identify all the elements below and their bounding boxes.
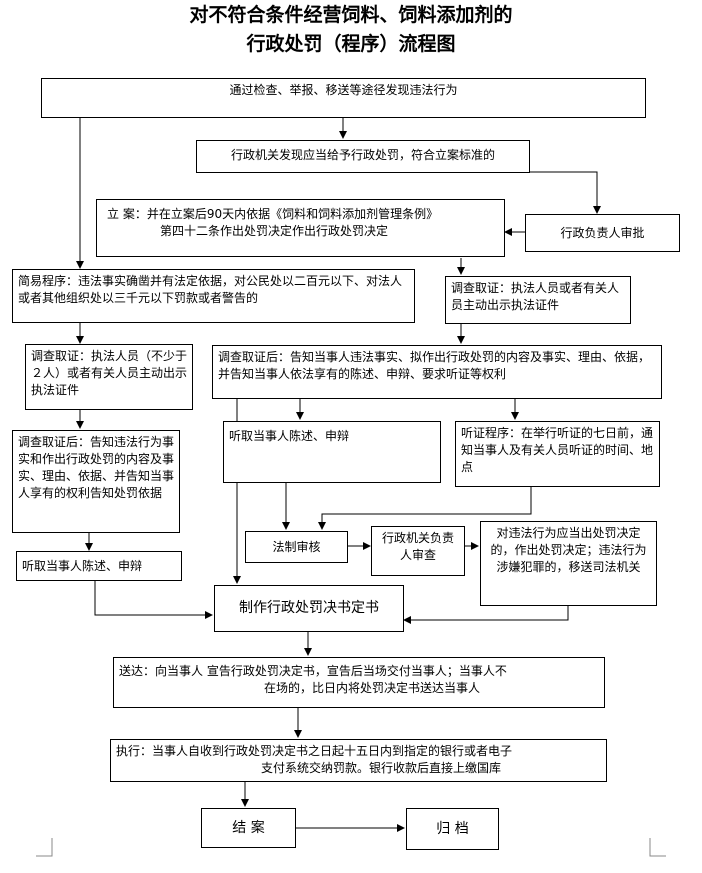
node-should-punish: 行政机关发现应当给予行政处罚，符合立案标准的: [196, 140, 530, 173]
node-investigate-right-text: 调查取证：执法人员或者有关人员主动出示执法证件: [451, 281, 620, 312]
arrow-should-punish-to-approval: [530, 171, 601, 214]
node-execute-line2: 支付系统交纳罚款。银行收款后直接上缴国库: [261, 761, 502, 775]
node-make-decision: 制作行政处罚决书定书: [214, 585, 404, 632]
node-archive: 归 档: [406, 808, 499, 850]
arrow-hear-left-to-decision: [94, 581, 213, 619]
node-hearing-procedure-text: 听证程序：在举行听证的七日前，通知当事人及有关人员听证的时间、地点: [461, 426, 654, 474]
node-hearing-procedure: 听证程序：在举行听证的七日前，通知当事人及有关人员听证的时间、地点: [455, 421, 660, 487]
node-execute: 执行：当事人自收到行政处罚决定书之日起十五日内到指定的银行或者电子 支付系统交纳…: [110, 739, 607, 782]
node-discover: 通过检查、举报、移送等途径发现违法行为: [41, 78, 646, 118]
node-decision-rule-text: 对违法行为应当出处罚决定的，作出处罚决定；违法行为涉嫌犯罪的，移送司法机关: [490, 526, 647, 574]
node-execute-line1: 执行：当事人自收到行政处罚决定书之日起十五日内到指定的银行或者电子: [116, 744, 513, 758]
node-investigate-left: 调查取证：执法人员（不少于２人）或者有关人员主动出示执法证件: [25, 344, 193, 410]
node-hear-statement-left-text: 听取当事人陈述、申辩: [22, 559, 143, 573]
node-investigate-left-text: 调查取证：执法人员（不少于２人）或者有关人员主动出示执法证件: [31, 349, 188, 397]
node-supervisor-approval-text: 行政负责人审批: [560, 226, 645, 240]
node-filing: 立 案：并在立案后90天内依据《饲料和饲料添加剂管理条例》 第四十二条作出处罚决…: [96, 199, 505, 257]
node-deliver-line1: 送达：向当事人 宣告行政处罚决定书，宣告后当场交付当事人；当事人不: [119, 664, 507, 678]
node-simple-procedure-text: 简易程序：违法事实确凿并有法定依据，对公民处以二百元以下、对法人或者其他组织处以…: [18, 274, 403, 305]
node-make-decision-text: 制作行政处罚决书定书: [239, 600, 379, 616]
arrow-hearing-to-legal: [318, 486, 532, 530]
node-after-investigate-right: 调查取证后：告知当事人违法事实、拟作出行政处罚的内容及事实、理由、依据，并告知当…: [212, 345, 662, 399]
node-should-punish-text: 行政机关发现应当给予行政处罚，符合立案标准的: [230, 148, 495, 162]
node-filing-line2: 第四十二条作出处罚决定作出行政处罚决定: [160, 224, 389, 238]
node-hear-statement-mid: 听取当事人陈述、申辩: [223, 421, 441, 483]
node-filing-line1: 立 案：并在立案后90天内依据《饲料和饲料添加剂管理条例》: [107, 207, 439, 221]
node-after-investigate-left: 调查取证后：告知违法行为事实和作出行政处罚的内容及事实、理由、依据、并告知当事人…: [12, 430, 180, 533]
node-simple-procedure: 简易程序：违法事实确凿并有法定依据，对公民处以二百元以下、对法人或者其他组织处以…: [12, 269, 415, 323]
node-legal-review: 法制审核: [245, 531, 348, 563]
diagram-title-line2: 行政处罚（程序）流程图: [246, 33, 456, 55]
node-after-investigate-left-text: 调查取证后：告知违法行为事实和作出行政处罚的内容及事实、理由、依据、并告知当事人…: [18, 435, 175, 500]
node-organ-review-text: 行政机关负责人审查: [381, 531, 454, 562]
page-corner-marks: [36, 838, 666, 857]
node-legal-review-text: 法制审核: [272, 540, 321, 554]
node-deliver: 送达：向当事人 宣告行政处罚决定书，宣告后当场交付当事人；当事人不 在场的，比日…: [113, 657, 605, 708]
node-deliver-line2: 在场的，比日内将处罚决定书送达当事人: [264, 681, 481, 695]
node-close-case-text: 结 案: [232, 820, 265, 836]
node-decision-rule: 对违法行为应当出处罚决定的，作出处罚决定；违法行为涉嫌犯罪的，移送司法机关: [480, 521, 657, 606]
node-hear-statement-mid-text: 听取当事人陈述、申辩: [229, 429, 350, 443]
node-investigate-right: 调查取证：执法人员或者有关人员主动出示执法证件: [445, 276, 631, 324]
node-after-investigate-right-text: 调查取证后：告知当事人违法事实、拟作出行政处罚的内容及事实、理由、依据，并告知当…: [218, 350, 651, 381]
diagram-title-line1: 对不符合条件经营饲料、饲料添加剂的: [189, 4, 513, 26]
node-discover-text: 通过检查、举报、移送等途径发现违法行为: [229, 83, 458, 97]
node-archive-text: 归 档: [436, 821, 469, 837]
node-supervisor-approval: 行政负责人审批: [525, 214, 680, 252]
arrow-rule-to-decision: [403, 606, 569, 624]
node-organ-review: 行政机关负责人审查: [371, 526, 465, 576]
node-close-case: 结 案: [201, 808, 296, 848]
node-hear-statement-left: 听取当事人陈述、申辩: [16, 551, 182, 581]
